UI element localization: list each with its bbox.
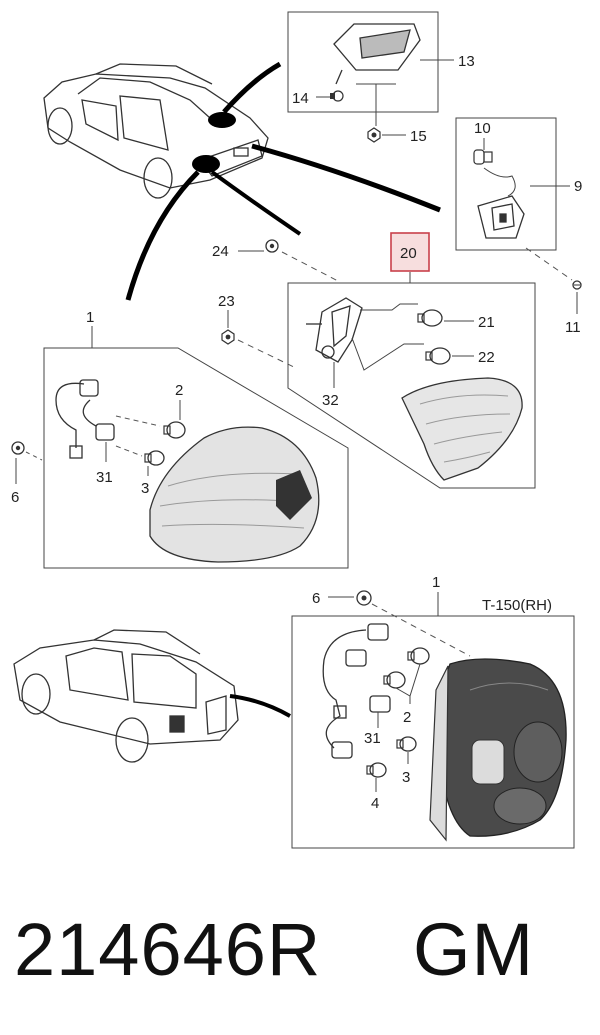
tail-lamp-location-marker [192,155,220,173]
screw-11-icon [572,280,582,290]
grommet-24-icon [265,239,279,253]
part-number: 214646R [14,908,322,991]
outer-lamp-lens [149,426,320,563]
nut-23-icon [221,329,235,345]
inner-lamp-socket-plate [306,297,363,363]
callout-2-lower: 2 [403,709,411,726]
callout-4: 4 [371,795,379,812]
bulb-14-icon [330,90,344,102]
callout-13: 13 [458,53,475,70]
leader-to-inner-lamp [251,143,441,213]
callout-9: 9 [574,178,582,195]
callout-3-upper: 3 [141,480,149,497]
brand-name: GM [412,908,535,991]
callout-10: 10 [474,120,491,137]
callout-21: 21 [478,314,495,331]
leader-to-inner-housing [210,170,302,236]
footer-part-info: 214646R GM [14,900,594,1000]
grommet-6-upper-icon [11,441,25,455]
variant-label: T-150(RH) [482,597,552,614]
inner-lamp-box [287,282,536,489]
grommet-6-lower-icon [356,590,372,606]
callout-31-upper: 31 [96,469,113,486]
bulb-10-icon [473,149,493,165]
bulb-3-upper-icon [144,450,165,466]
brake-light-location-marker [208,112,236,128]
leader-to-outer-lamp-upper [125,170,200,301]
callout-1-lower: 1 [432,574,440,591]
leader-to-rh-lamp [229,694,291,718]
socket-box [455,117,557,251]
callout-20-highlight [390,232,430,272]
brake-light-box [287,11,439,113]
callout-22: 22 [478,349,495,366]
callout-23: 23 [218,293,235,310]
callout-2-upper: 2 [175,382,183,399]
bulb-4-icon [366,762,387,778]
outer-lamp-wiring [55,379,115,459]
parts-diagram: 13 14 15 9 10 11 24 23 20 [11,11,582,849]
bulb-3-lower-icon [396,736,417,752]
car-bottom-illustration [13,629,239,763]
inner-lamp-lens [401,377,523,481]
bulb-2-lower-b-icon [383,671,406,689]
leader-to-brake-light [222,61,282,114]
callout-1-upper: 1 [86,309,94,326]
rh-lamp-wiring [322,623,391,759]
callout-6-lower: 6 [312,590,320,607]
bulb-22-icon [425,347,451,365]
callout-31-lower: 31 [364,730,381,747]
callout-3-lower: 3 [402,769,410,786]
callout-32: 32 [322,392,339,409]
screw-11-dashed-leader [525,247,573,281]
nut-15-icon [367,127,381,143]
bulb-2-upper-icon [163,421,186,439]
callout-15: 15 [410,128,427,145]
bulb-2-lower-a-icon [407,647,430,665]
callout-20: 20 [400,245,417,262]
car-top-illustration [43,63,269,199]
callout-11: 11 [565,319,581,336]
high-mount-stop-lamp [333,23,421,85]
callout-6-upper: 6 [11,489,19,506]
bulb-21-icon [417,309,443,327]
rh-lamp-lens [429,658,567,842]
callout-24: 24 [212,243,229,260]
outer-lamp-box [43,347,349,569]
callout-14: 14 [292,90,309,107]
socket-9-icon [477,195,525,239]
rh-lamp-box [291,615,575,849]
